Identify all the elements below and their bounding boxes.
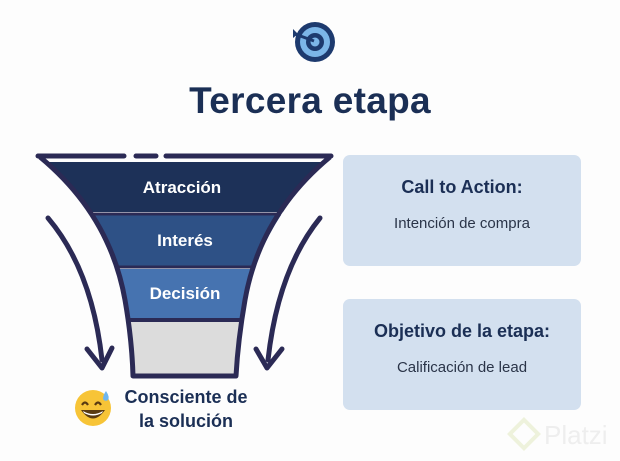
card-heading: Objetivo de la etapa: <box>373 321 551 341</box>
left-arrow-icon <box>45 215 115 371</box>
card-text: Calificación de lead <box>396 359 528 376</box>
stage-objective-card: Objetivo de la etapa: Calificación de le… <box>343 299 581 410</box>
funnel-diagram <box>35 153 334 379</box>
platzi-watermark: Platzi <box>507 417 608 451</box>
page-title: Tercera etapa <box>189 80 431 121</box>
card-text: Intención de compra <box>394 215 530 232</box>
sweat-smile-emoji-icon <box>75 390 111 426</box>
funnel-stage-decision <box>116 269 254 318</box>
funnel-label-decision: Decisión <box>149 284 221 303</box>
target-icon <box>293 22 335 62</box>
funnel-label-interes: Interés <box>157 231 213 250</box>
watermark-text: Platzi <box>544 420 608 450</box>
funnel-label-atraccion: Atracción <box>142 178 222 197</box>
funnel-stage-atraccion <box>44 162 327 212</box>
call-to-action-card: Call to Action: Intención de compra <box>343 155 581 266</box>
right-arrow-icon <box>253 215 323 371</box>
funnel-stage-bottom <box>129 321 241 374</box>
caption-line-2: la solución <box>138 411 234 431</box>
card-heading: Call to Action: <box>401 177 523 197</box>
funnel-stage-interes <box>91 215 281 266</box>
platzi-logo-icon <box>507 417 541 451</box>
funnel-caption: Consciente de la solución <box>116 385 256 433</box>
caption-line-1: Consciente de <box>124 387 248 407</box>
